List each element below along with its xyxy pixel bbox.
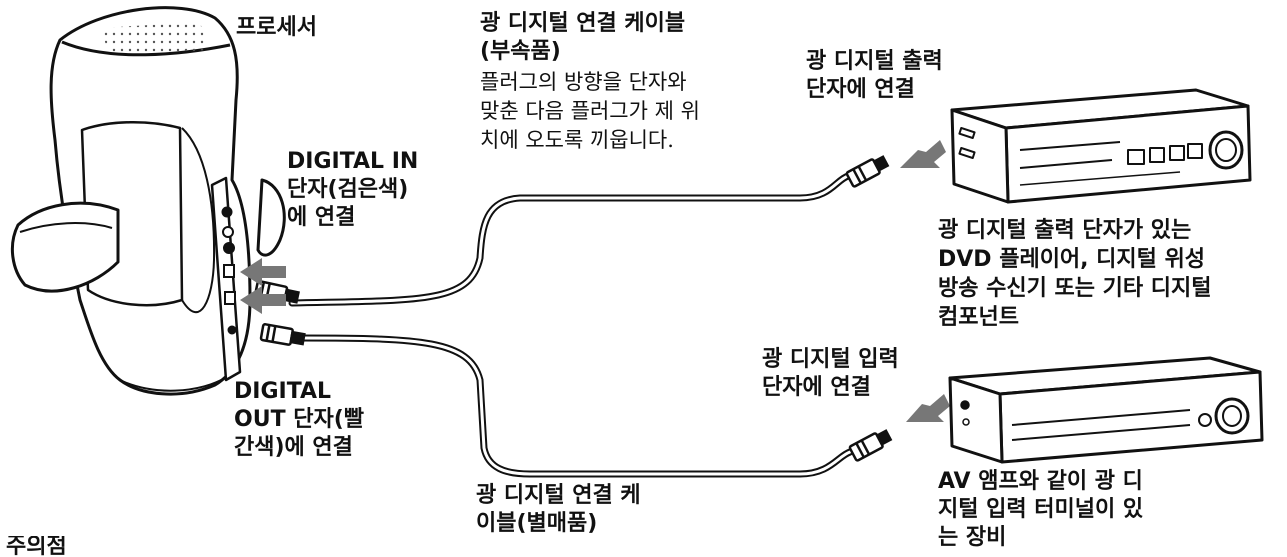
label-caution: 주의점 (6, 536, 67, 557)
label-digital-out: DIGITAL OUT 단자(빨 간색)에 연결 (234, 379, 365, 460)
label-cable-included-note: 플러그의 방향을 단자와 맞춘 다음 플러그가 제 위 치에 오도록 끼웁니다. (480, 70, 700, 152)
arrow-into-source-device (900, 140, 946, 168)
dvd-player-illustration (950, 88, 1252, 204)
optical-cable-lower (296, 334, 854, 478)
label-source-devices: 광 디지털 출력 단자가 있는 DVD 플레이어, 디지털 위성 방송 수신기 … (938, 218, 1212, 330)
label-cable-separate: 광 디지털 연결 케 이블(별매품) (476, 483, 641, 536)
optical-cable-upper (288, 172, 852, 307)
plug-digital-out (259, 323, 306, 346)
label-optical-out-terminal: 광 디지털 출력 단자에 연결 (806, 49, 943, 102)
label-processor: 프로세서 (236, 15, 317, 40)
plug-source-device (845, 155, 890, 188)
arrow-into-av-amp (906, 394, 950, 422)
arrow-into-digital-out (240, 286, 286, 314)
processor-jacks (221, 206, 237, 335)
label-optical-in-terminal: 광 디지털 입력 단자에 연결 (762, 347, 899, 400)
label-cable-included-title: 광 디지털 연결 케이블 (부속품) (480, 11, 686, 64)
processor-unit-illustration (10, 6, 286, 396)
av-amp-illustration (948, 356, 1264, 464)
label-av-amp: AV 앰프와 같이 광 디 지털 입력 터미널이 있 는 장비 (938, 469, 1144, 550)
plug-av-amp (848, 429, 893, 462)
label-digital-in: DIGITAL IN 단자(검은색) 에 연결 (287, 149, 419, 230)
arrow-into-digital-in (240, 258, 286, 286)
